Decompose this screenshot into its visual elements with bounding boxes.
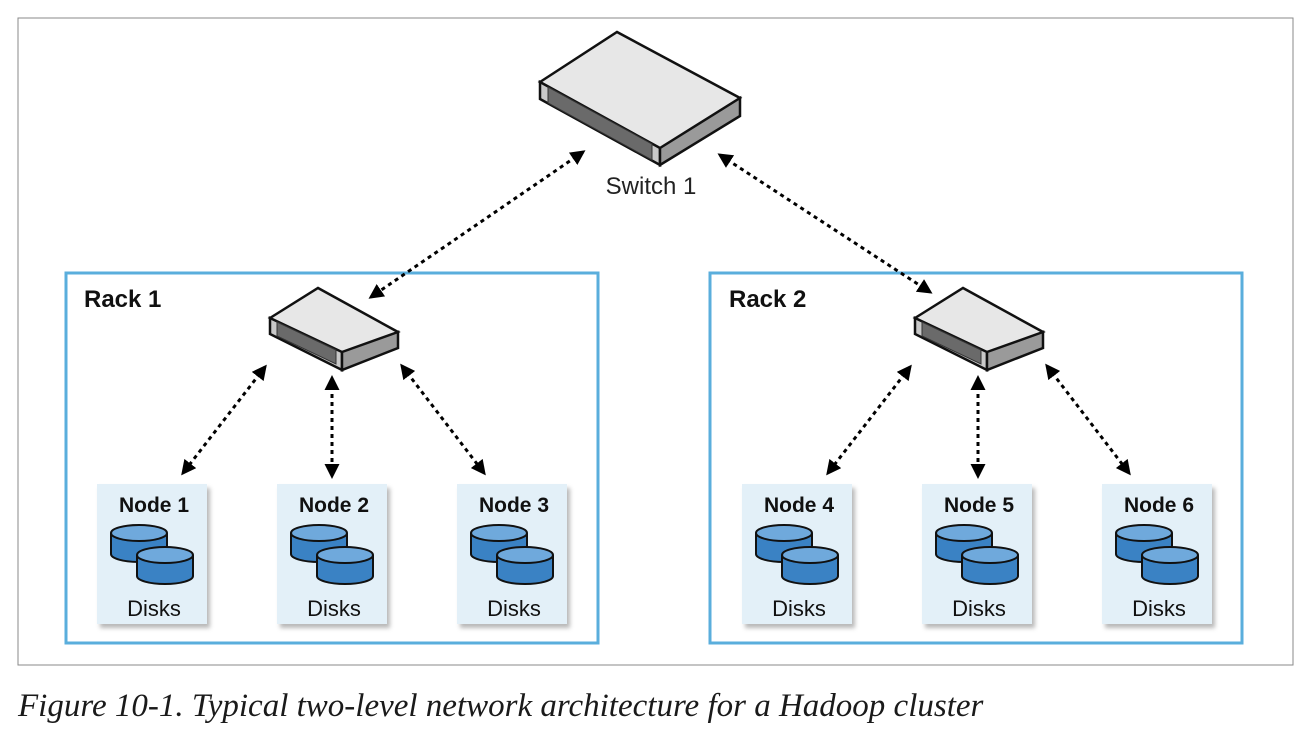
link-rack1-node3 — [400, 363, 486, 476]
node-6: Node 6 Disks — [1102, 484, 1212, 624]
disk-icon — [316, 546, 374, 585]
disk-icon — [961, 546, 1019, 585]
figure-caption: Figure 10-1. Typical two-level network a… — [18, 688, 984, 724]
link-rack1-node1 — [181, 364, 267, 476]
node-1: Node 1 Disks — [97, 484, 207, 624]
rack-2-switch-icon — [912, 286, 1046, 373]
rack-1-box — [64, 271, 600, 645]
link-switch1-rack2 — [717, 153, 933, 294]
node-1-label: Node 1 — [119, 494, 189, 517]
rack-1-label: Rack 1 — [84, 286, 161, 313]
disk-icon — [496, 546, 554, 585]
node-5-disks-label: Disks — [952, 596, 1006, 621]
node-4: Node 4 Disks — [742, 484, 852, 624]
node-1-disks-label: Disks — [127, 596, 181, 621]
switch-1-label: Switch 1 — [606, 173, 697, 200]
link-switch1-rack1 — [368, 150, 586, 299]
node-6-disks-label: Disks — [1132, 596, 1186, 621]
node-5: Node 5 Disks — [922, 484, 1032, 624]
node-2-disks-label: Disks — [307, 596, 361, 621]
switch-1-icon — [537, 30, 743, 168]
link-rack2-node4 — [826, 364, 912, 476]
disk-icon — [136, 546, 194, 585]
node-3-disks-label: Disks — [487, 596, 541, 621]
node-3: Node 3 Disks — [457, 484, 567, 624]
node-5-label: Node 5 — [944, 494, 1014, 517]
rack-2-box — [708, 271, 1244, 645]
node-4-label: Node 4 — [764, 494, 834, 517]
rack-2-label: Rack 2 — [729, 286, 806, 313]
rack-1-switch-icon — [267, 286, 401, 373]
node-6-label: Node 6 — [1124, 494, 1194, 517]
disk-icon — [1141, 546, 1199, 585]
node-2-label: Node 2 — [299, 494, 369, 517]
node-3-label: Node 3 — [479, 494, 549, 517]
node-2: Node 2 Disks — [277, 484, 387, 624]
node-4-disks-label: Disks — [772, 596, 826, 621]
link-rack2-node6 — [1045, 363, 1131, 476]
disk-icon — [781, 546, 839, 585]
